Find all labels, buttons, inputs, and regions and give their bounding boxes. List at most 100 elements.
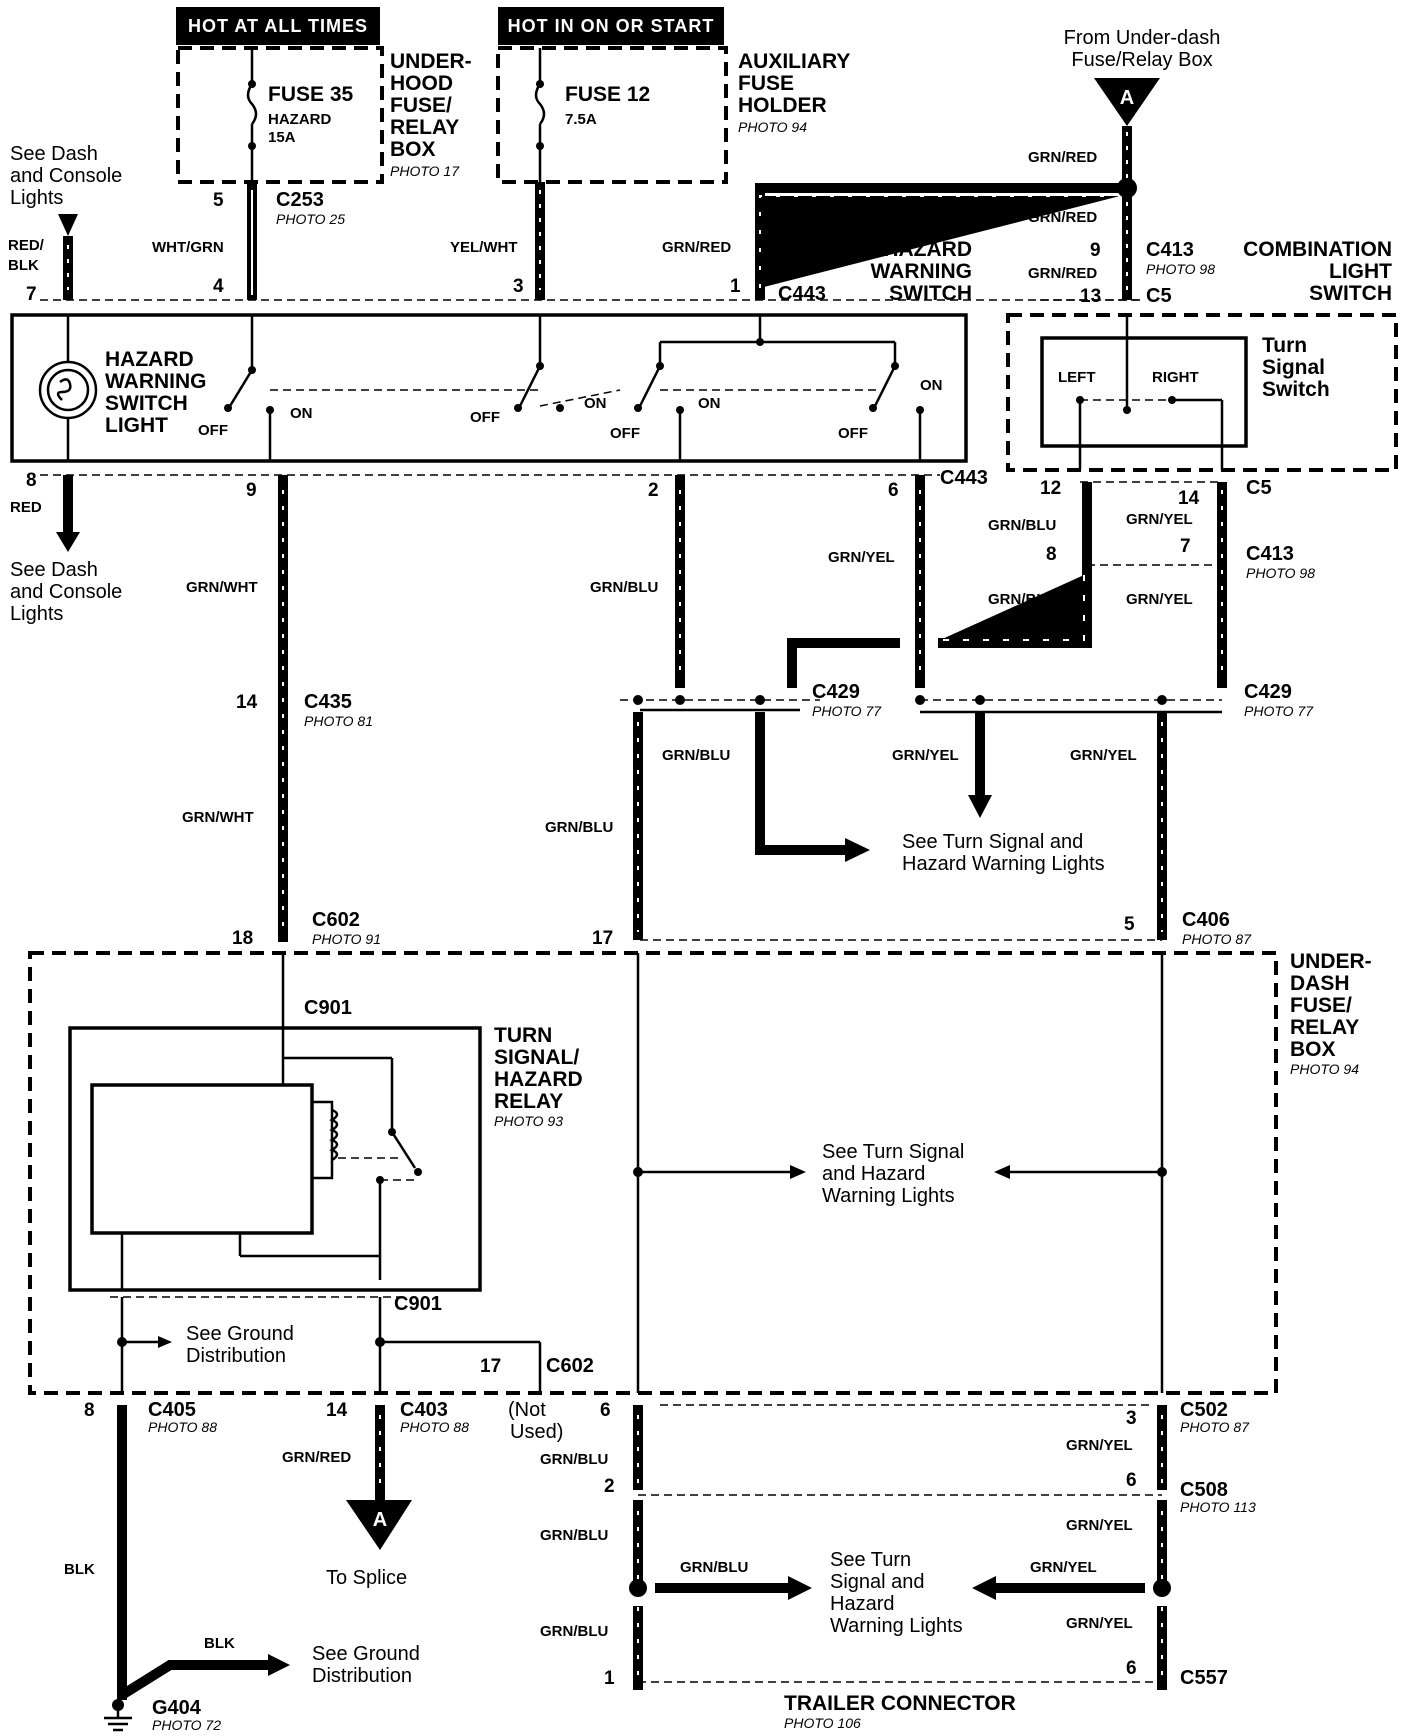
pin-6-mid: 6 bbox=[888, 480, 899, 501]
connector-c901-bottom: C901 bbox=[394, 1293, 442, 1315]
fuse-35-label: FUSE 35 bbox=[268, 83, 354, 106]
svg-text:SWITCH: SWITCH bbox=[1309, 282, 1392, 305]
svg-text:FUSE: FUSE bbox=[738, 72, 794, 95]
svg-text:See Turn: See Turn bbox=[830, 1549, 911, 1571]
wire-label-grn-wht-2: GRN/WHT bbox=[182, 809, 254, 826]
connector-c901-top: C901 bbox=[304, 997, 352, 1019]
pin-3-c502: 3 bbox=[1126, 1408, 1137, 1429]
svg-text:HAZARD: HAZARD bbox=[494, 1068, 583, 1091]
svg-text:and Hazard: and Hazard bbox=[822, 1163, 925, 1185]
svg-text:FUSE/: FUSE/ bbox=[1290, 994, 1352, 1017]
trailer-connector-photo: PHOTO 106 bbox=[784, 1715, 861, 1731]
svg-text:See Dash: See Dash bbox=[10, 143, 98, 165]
connector-c253-photo: PHOTO 25 bbox=[276, 211, 345, 227]
svg-text:See Ground: See Ground bbox=[312, 1643, 420, 1665]
pin-17: 17 bbox=[592, 928, 613, 949]
hazard-warning-switch-label: HAZARD WARNING SWITCH bbox=[871, 238, 973, 305]
hazard-switch-light-icon bbox=[38, 315, 98, 461]
wire-label-grn-blu-6: GRN/BLU bbox=[540, 1451, 608, 1468]
svg-text:Distribution: Distribution bbox=[312, 1665, 412, 1687]
hot-at-all-times-header bbox=[176, 7, 380, 45]
svg-text:ON: ON bbox=[290, 405, 313, 422]
connector-c502-photo: PHOTO 87 bbox=[1180, 1419, 1250, 1435]
connector-c508: C508 bbox=[1180, 1479, 1228, 1501]
connector-c429-left-photo: PHOTO 77 bbox=[812, 703, 882, 719]
svg-text:PHOTO 94: PHOTO 94 bbox=[1290, 1061, 1359, 1077]
connector-g404: G404 bbox=[152, 1697, 202, 1719]
turn-signal-switch-box bbox=[1040, 336, 1248, 448]
underdash-fuse-relay-box bbox=[28, 951, 1278, 1395]
pin-14-c403: 14 bbox=[326, 1400, 348, 1421]
svg-text:ON: ON bbox=[920, 377, 943, 394]
connector-c413-top: C413 bbox=[1146, 239, 1194, 261]
svg-text:OFF: OFF bbox=[198, 422, 228, 439]
wire-label-grn-yel-6: GRN/YEL bbox=[1066, 1437, 1133, 1454]
to-splice-note: To Splice bbox=[326, 1567, 407, 1589]
svg-text:BOX: BOX bbox=[390, 138, 436, 161]
see-ground-note-1: See Ground Distribution bbox=[186, 1323, 294, 1367]
splice-a-top-letter: A bbox=[1120, 87, 1134, 109]
fuse-35-name: HAZARD bbox=[268, 111, 331, 128]
see-ground-note-2: See Ground Distribution bbox=[312, 1643, 420, 1687]
splice-a-bottom-icon bbox=[346, 1500, 412, 1550]
pin-1-c557: 1 bbox=[604, 1668, 615, 1689]
svg-text:Turn: Turn bbox=[1262, 334, 1307, 357]
svg-text:RELAY: RELAY bbox=[390, 116, 459, 139]
not-used-note: (Not Used) bbox=[508, 1399, 563, 1443]
wire-label-grn-yel-2: GRN/YEL bbox=[1126, 511, 1193, 528]
pin-9-mid: 9 bbox=[246, 480, 257, 501]
svg-text:From Under-dash: From Under-dash bbox=[1064, 27, 1221, 49]
svg-text:OFF: OFF bbox=[838, 425, 868, 442]
svg-text:See Turn Signal: See Turn Signal bbox=[822, 1141, 964, 1163]
svg-text:OFF: OFF bbox=[470, 409, 500, 426]
ground-icon bbox=[104, 1699, 132, 1732]
wire-label-grn-yel-1: GRN/YEL bbox=[828, 549, 895, 566]
connector-c253: C253 bbox=[276, 189, 324, 211]
see-dash-top-note: See Dash and Console Lights bbox=[10, 143, 122, 209]
wire-label-red-blk-1: RED/ bbox=[8, 237, 45, 254]
svg-text:COMBINATION: COMBINATION bbox=[1243, 238, 1392, 261]
svg-text:Warning Lights: Warning Lights bbox=[822, 1185, 955, 1207]
wire-label-grn-yel-4: GRN/YEL bbox=[892, 747, 959, 764]
svg-text:SWITCH: SWITCH bbox=[889, 282, 972, 305]
hot-in-on-or-start-header bbox=[498, 7, 724, 45]
svg-text:BOX: BOX bbox=[1290, 1038, 1336, 1061]
pin-7-c413: 7 bbox=[1180, 536, 1191, 557]
connector-c429-left: C429 bbox=[812, 681, 860, 703]
svg-text:RELAY: RELAY bbox=[494, 1090, 563, 1113]
svg-text:FUSE/: FUSE/ bbox=[390, 94, 452, 117]
turn-signal-switch-label: Turn Signal Switch bbox=[1262, 334, 1330, 401]
svg-text:(Not: (Not bbox=[508, 1399, 546, 1421]
connector-c435-photo: PHOTO 81 bbox=[304, 713, 373, 729]
svg-text:LIGHT: LIGHT bbox=[105, 414, 168, 437]
connector-c502: C502 bbox=[1180, 1399, 1228, 1421]
connector-c443-top: C443 bbox=[778, 283, 826, 305]
svg-text:HOOD: HOOD bbox=[390, 72, 453, 95]
connector-c5-top: C5 bbox=[1146, 285, 1172, 307]
connector-c557: C557 bbox=[1180, 1667, 1228, 1689]
connector-c413-bottom-photo: PHOTO 98 bbox=[1246, 565, 1315, 581]
pin-9-combo: 9 bbox=[1090, 240, 1101, 261]
svg-text:Used): Used) bbox=[510, 1421, 563, 1443]
combination-light-switch-label: COMBINATION LIGHT SWITCH bbox=[1243, 238, 1392, 305]
wire-label-grn-wht-1: GRN/WHT bbox=[186, 579, 258, 596]
connector-c602: C602 bbox=[312, 909, 360, 931]
pin-1-top: 1 bbox=[730, 276, 741, 297]
underhood-fuse-box bbox=[176, 46, 384, 184]
pin-7-top: 7 bbox=[26, 284, 37, 305]
svg-text:See Dash: See Dash bbox=[10, 559, 98, 581]
underhood-box-label: UNDER- HOOD FUSE/ RELAY BOX PHOTO 17 bbox=[390, 50, 472, 179]
connector-c406: C406 bbox=[1182, 909, 1230, 931]
svg-text:ON: ON bbox=[584, 395, 607, 412]
see-turn-note-3: See Turn Signal and Hazard Warning Light… bbox=[830, 1549, 963, 1637]
connector-c508-photo: PHOTO 113 bbox=[1180, 1499, 1256, 1515]
trailer-connector-label: TRAILER CONNECTOR bbox=[784, 1692, 1016, 1715]
svg-text:Fuse/Relay Box: Fuse/Relay Box bbox=[1071, 49, 1212, 71]
underdash-box-label: UNDER- DASH FUSE/ RELAY BOX PHOTO 94 bbox=[1290, 950, 1372, 1077]
connector-c405-photo: PHOTO 88 bbox=[148, 1419, 217, 1435]
pin-8-mid: 8 bbox=[26, 470, 37, 491]
turn-signal-contacts bbox=[1076, 315, 1224, 470]
svg-text:Lights: Lights bbox=[10, 603, 63, 625]
relay-label: TURN SIGNAL/ HAZARD RELAY PHOTO 93 bbox=[494, 1024, 583, 1129]
